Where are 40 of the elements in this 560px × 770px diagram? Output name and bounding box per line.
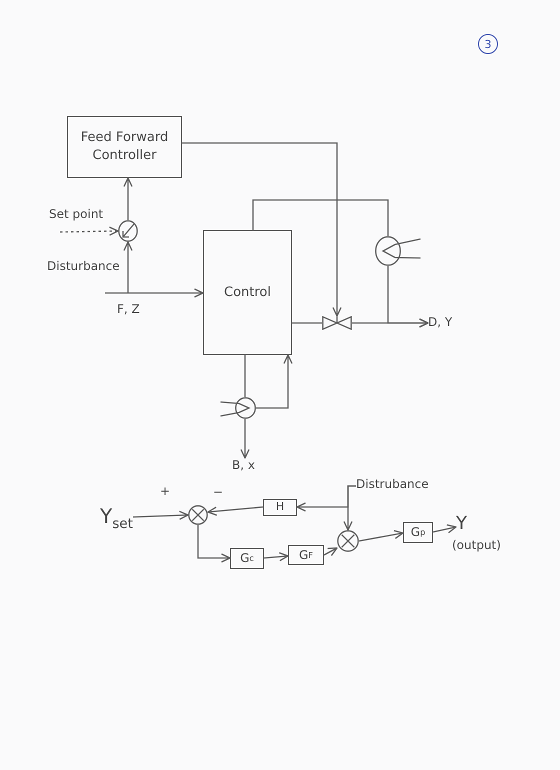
arrow [197,525,231,563]
arrow [123,177,133,220]
page-number: 3 [478,34,498,54]
arrow [182,142,342,317]
heat-exchanger-symbol [375,236,421,266]
output-label: Y [456,513,467,535]
arrow [256,354,293,409]
edge-label: Set point [48,207,104,222]
process-box: Control [203,230,292,355]
arrow [358,530,404,542]
arrow [123,241,133,293]
comparator-symbol [118,220,138,242]
connector-line [292,322,322,324]
arrow [264,552,289,562]
heat-exchanger-symbol [220,397,256,419]
input-label: Y$_{set}$ [100,504,133,532]
arrow [132,510,189,520]
stream-label: D, Y [428,315,452,330]
sign-label: + [160,484,170,498]
valve-symbol [322,316,352,330]
output-note: (output) [452,538,501,552]
arrow [296,485,356,512]
summing-junction-symbol [337,530,359,552]
arrow [432,524,457,534]
arrow [387,266,429,328]
dashed-arrow [60,226,119,236]
summing-junction-symbol [188,505,208,525]
edge-label: Disturbance [46,259,121,274]
stream-label: B, x [232,458,255,472]
transfer-function-box: H [263,499,297,516]
arrow [240,419,250,459]
connector-line [244,355,246,397]
connector-line [252,199,389,236]
arrow [207,506,264,516]
disturbance-label: Distrubance [356,477,429,492]
controller-box: Feed Forward Controller [67,116,182,178]
arrow [105,288,204,298]
arrow [324,547,338,556]
edge-label: F, Z [116,302,141,316]
sign-label: − [213,485,224,500]
